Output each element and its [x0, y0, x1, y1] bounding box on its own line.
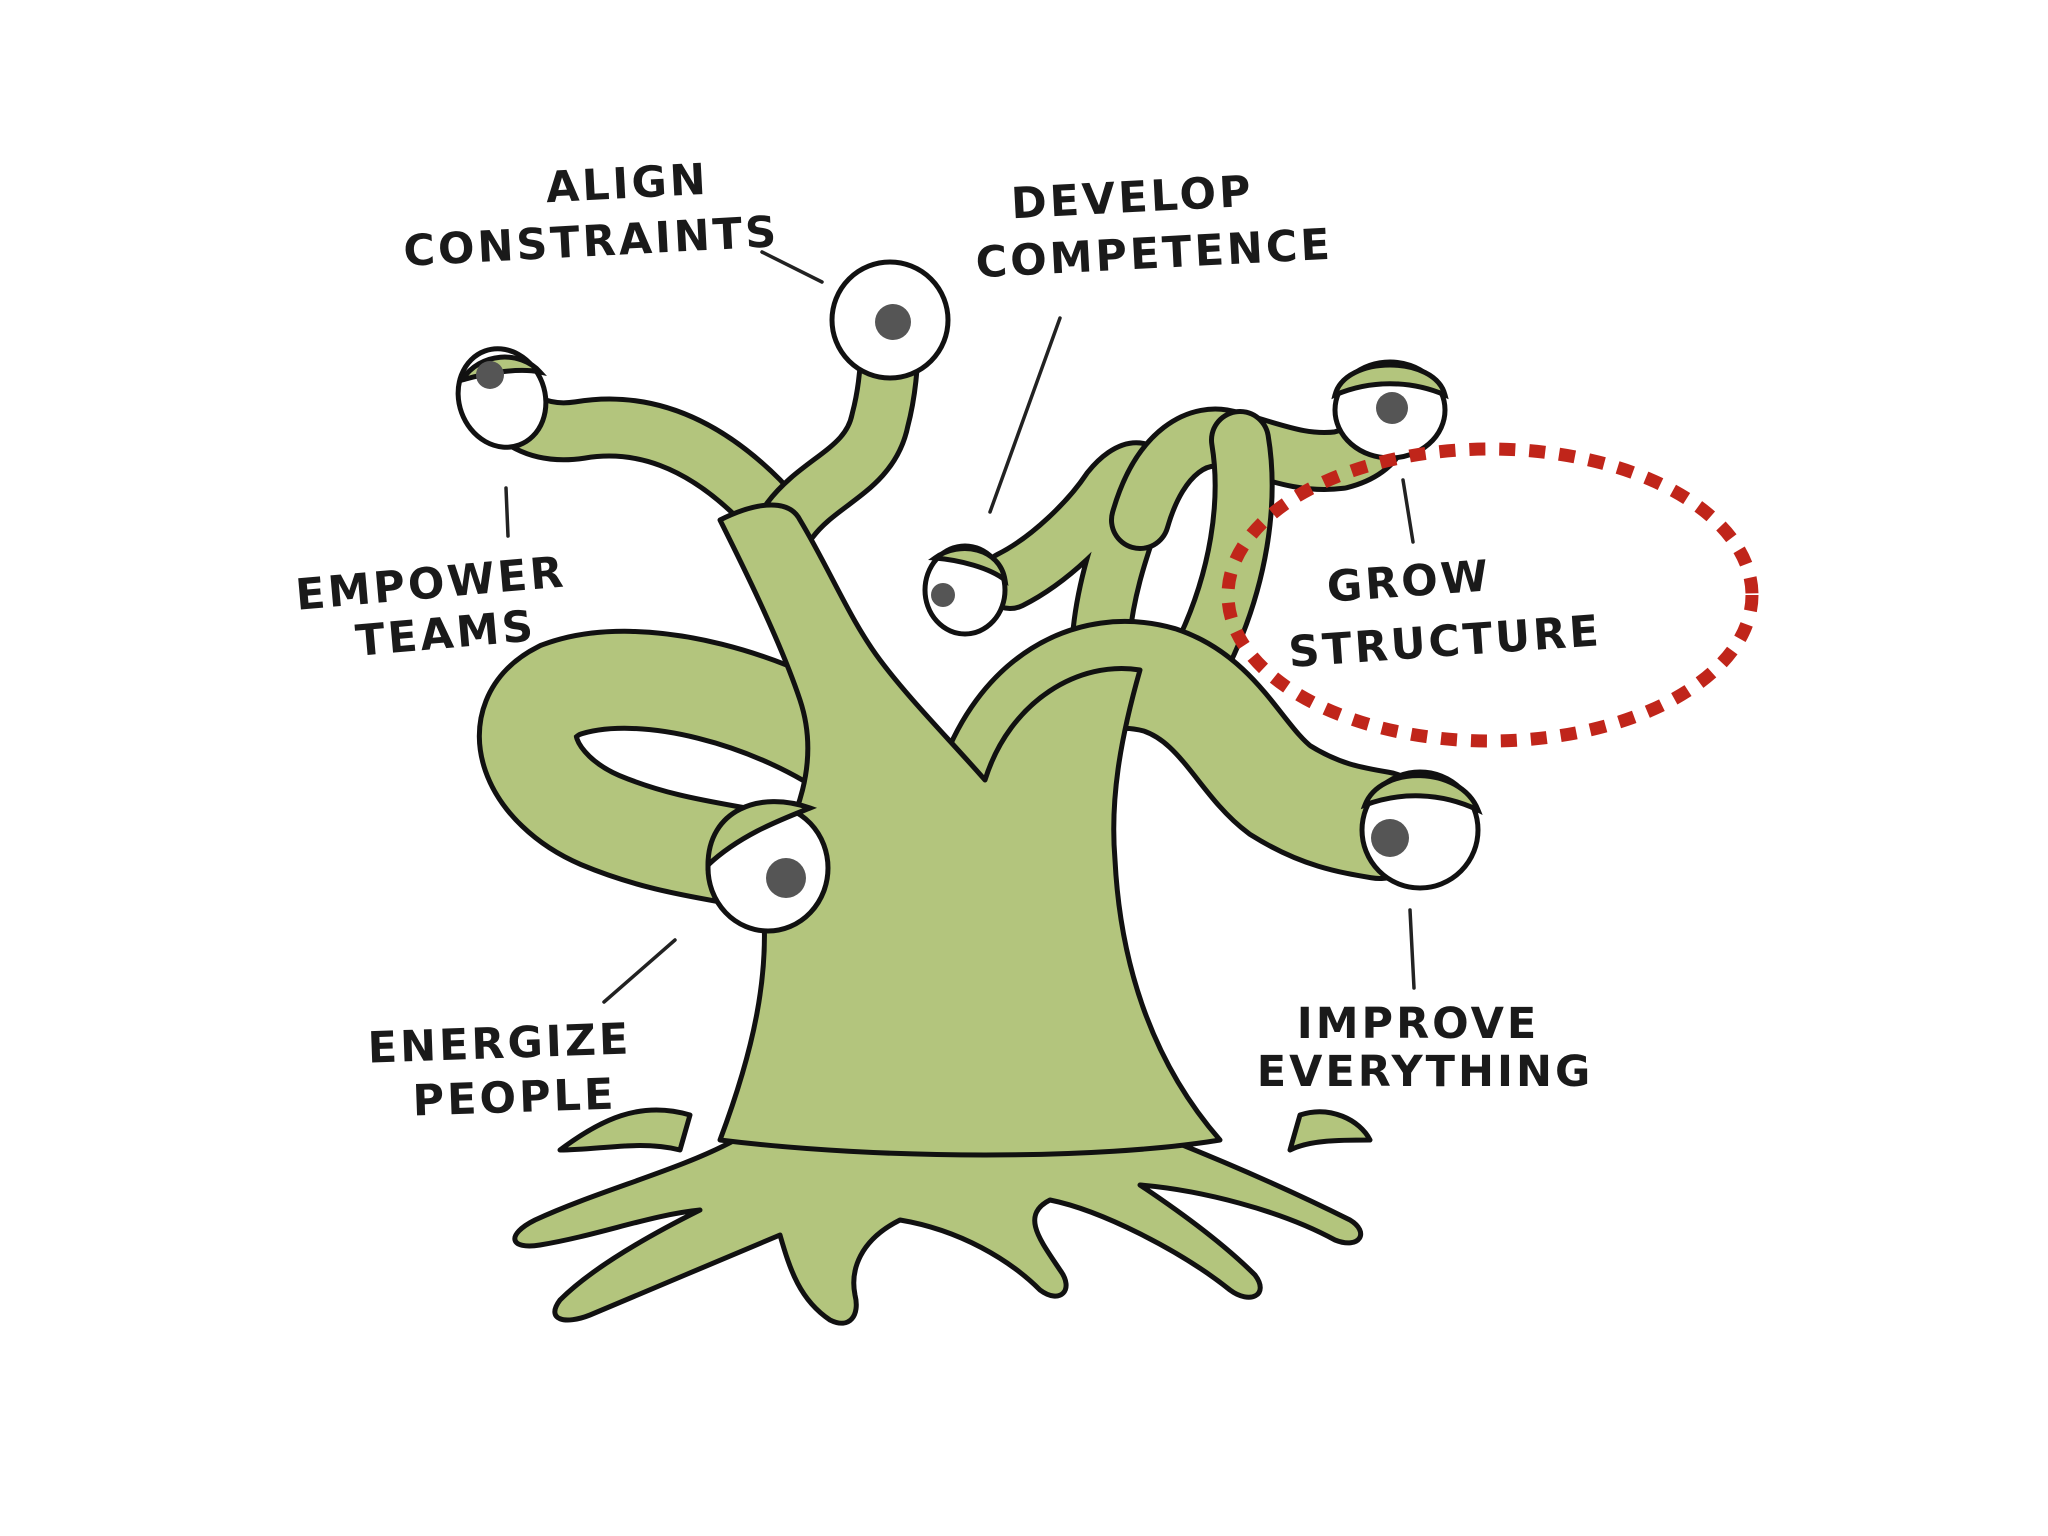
- leader-empower: [504, 486, 510, 538]
- label-energize-people: ENERGIZE PEOPLE: [367, 1014, 632, 1126]
- leader-improve: [1408, 908, 1416, 990]
- leader-develop: [988, 316, 1062, 514]
- eye-grow: [1331, 359, 1449, 461]
- branch-grow: [1109, 399, 1411, 691]
- label-align-line-1: ALIGN: [545, 155, 710, 213]
- label-energize-line-1: ENERGIZE: [367, 1014, 632, 1073]
- highlight-ring: [1221, 442, 1759, 748]
- label-grow-line-1: GROW: [1325, 551, 1492, 612]
- eye-empower: [455, 346, 549, 450]
- label-develop-competence: DEVELOP COMPETENCE: [974, 167, 1334, 289]
- label-develop-line-2: COMPETENCE: [974, 220, 1334, 289]
- eye-develop: [922, 543, 1009, 637]
- label-grow-structure: GROW STRUCTURE: [1287, 551, 1603, 678]
- label-improve-everything: IMPROVE EVERYTHING: [1257, 999, 1594, 1097]
- label-improve-line-2: EVERYTHING: [1257, 1047, 1594, 1097]
- tree-trunk: [717, 502, 1223, 1158]
- eye-align: [829, 259, 951, 381]
- leader-energize: [602, 938, 677, 1004]
- branch-energize: [477, 628, 911, 911]
- label-grow-line-2: STRUCTURE: [1287, 606, 1603, 678]
- label-energize-line-2: PEOPLE: [412, 1069, 617, 1126]
- eye-improve: [1359, 769, 1483, 891]
- leader-align: [760, 250, 824, 284]
- leader-grow: [1401, 478, 1415, 544]
- label-empower-teams: EMPOWER TEAMS: [294, 547, 568, 667]
- label-align-line-2: CONSTRAINTS: [402, 207, 780, 277]
- label-improve-line-1: IMPROVE: [1297, 999, 1539, 1049]
- eye-energize: [705, 799, 831, 934]
- label-develop-line-1: DEVELOP: [1010, 167, 1255, 230]
- leader-lines: [504, 250, 1416, 1004]
- tree-roots: [512, 1107, 1373, 1326]
- label-align-constraints: ALIGN CONSTRAINTS: [402, 155, 780, 277]
